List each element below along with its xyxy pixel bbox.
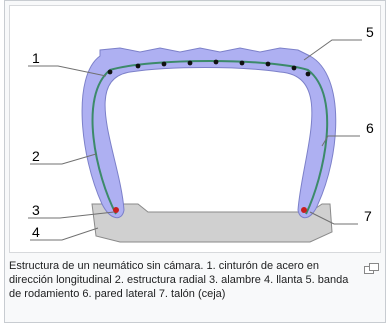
bead-wire-right [301,207,307,213]
tire-casing [81,47,337,219]
tire-diagram: 1 2 3 4 5 6 7 [28,24,374,243]
image-thumbnail-frame: 1 2 3 4 5 6 7 Estructura de un neumático… [4,0,386,323]
callout-6: 6 [366,120,374,136]
magnify-clip-icon[interactable] [364,261,379,274]
radial-cord-line [91,60,329,215]
figure-caption: Estructura de un neumático sin cámara. 1… [9,260,349,301]
callout-4: 4 [32,224,40,240]
leader-lines [28,39,362,241]
callout-2: 2 [32,148,40,164]
rim-shape [91,203,333,243]
callout-7: 7 [364,208,372,224]
callout-1: 1 [32,50,40,66]
callout-5: 5 [366,24,374,40]
bead-wire-left [113,207,119,213]
callout-3: 3 [32,202,40,218]
steel-belt-dots [107,59,311,77]
tire-cross-section-figure[interactable]: 1 2 3 4 5 6 7 [9,5,381,253]
